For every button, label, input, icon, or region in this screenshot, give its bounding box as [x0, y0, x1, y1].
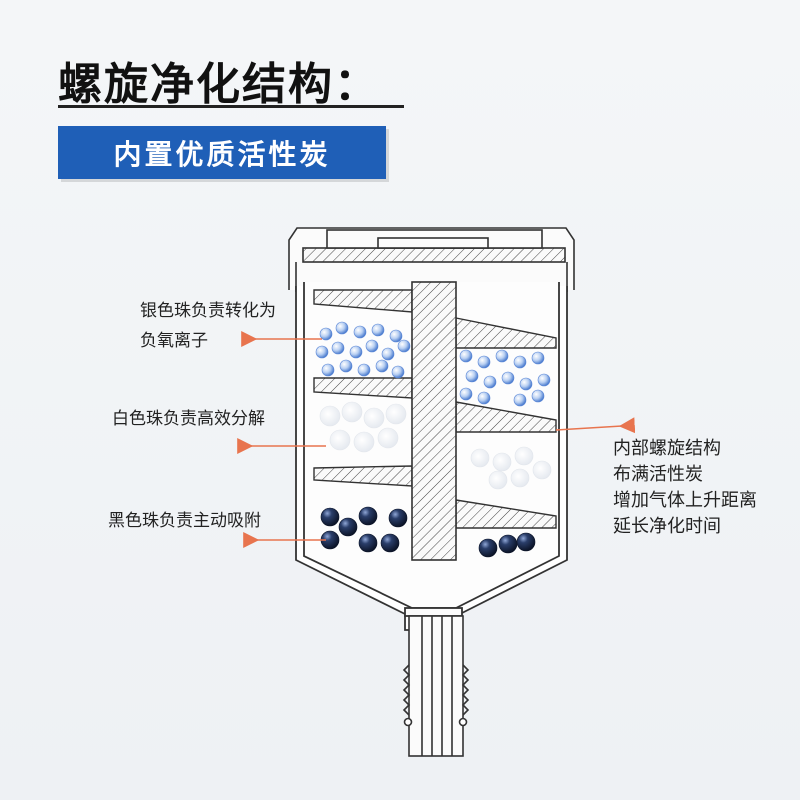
inner-label-line-1: 内部螺旋结构 — [613, 438, 721, 459]
spiral-plates — [313, 289, 557, 529]
inlet-tube — [402, 615, 470, 757]
silver-beads — [315, 321, 551, 407]
activated-carbon-banner: 内置优质活性炭 — [58, 126, 386, 179]
silver-bead-label: 银色珠负责转化为 负氧离子 — [140, 296, 276, 356]
title-underline — [58, 105, 404, 108]
callout-arrows — [237, 331, 636, 548]
inner-label-line-2: 布满活性炭 — [613, 464, 703, 485]
inner-callout-arrow — [555, 417, 636, 434]
inner-structure-label: 内部螺旋结构 布满活性炭 增加气体上升距离 延长净化时间 — [613, 436, 757, 540]
white-beads — [319, 401, 552, 490]
silver-bead-label-line-1: 银色珠负责转化为 — [140, 301, 276, 321]
inner-label-line-3: 增加气体上升距离 — [613, 490, 757, 511]
top-cap — [288, 227, 575, 292]
black-bead-label-line-1: 黑色珠负责主动吸附 — [108, 511, 261, 531]
white-bead-label: 白色珠负责高效分解 — [112, 404, 265, 434]
black-bead-label: 黑色珠负责主动吸附 — [108, 506, 261, 536]
inner-label-line-4: 延长净化时间 — [613, 516, 721, 537]
black-beads — [320, 506, 536, 558]
page-title: 螺旋净化结构： — [58, 59, 380, 110]
center-column — [411, 281, 457, 561]
silver-bead-label-line-2: 负氧离子 — [140, 331, 208, 351]
white-bead-label-line-1: 白色珠负责高效分解 — [112, 409, 265, 429]
